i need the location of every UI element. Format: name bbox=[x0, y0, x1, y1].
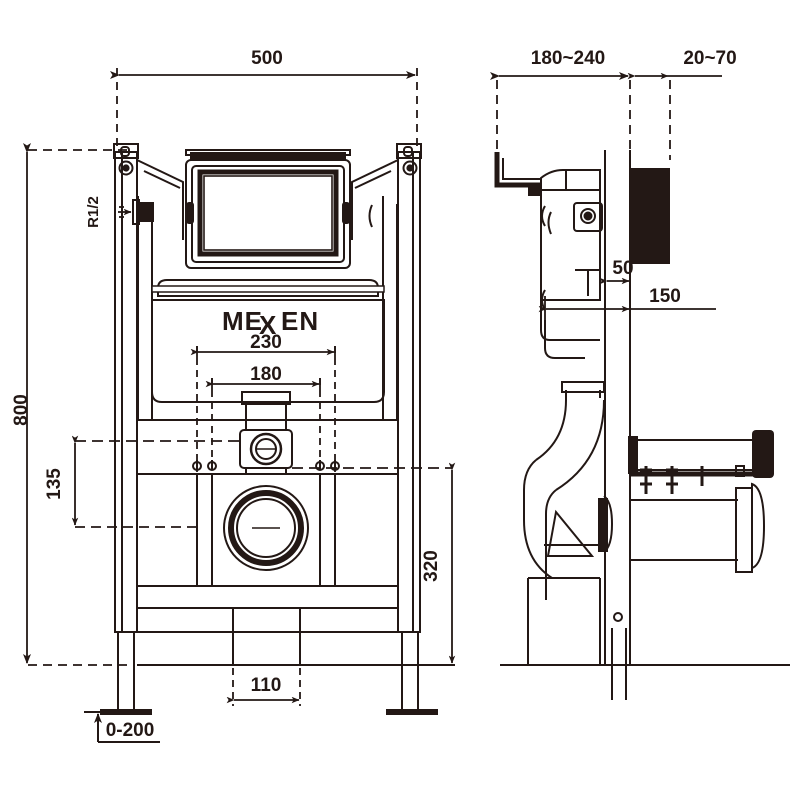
side-soil-outlet bbox=[630, 482, 766, 573]
dim-label-230: 230 bbox=[250, 332, 282, 353]
outlet-side-uprights bbox=[196, 474, 336, 586]
frame-left-rail bbox=[100, 143, 152, 715]
dim-label-500: 500 bbox=[251, 48, 283, 69]
side-wall-block bbox=[630, 168, 670, 264]
dim-label-20-70: 20~70 bbox=[683, 48, 736, 69]
dim-label-180: 180 bbox=[250, 364, 282, 385]
side-frame-rail bbox=[604, 150, 631, 700]
dim-label-180-240: 180~240 bbox=[531, 48, 606, 69]
dim-label-0-200: 0-200 bbox=[106, 720, 155, 741]
ext-lines-500 bbox=[116, 68, 418, 150]
dim-line-180 bbox=[205, 378, 321, 390]
dim-label-110: 110 bbox=[251, 675, 282, 696]
dim-line-0-200 bbox=[84, 711, 160, 743]
water-inlet-valve bbox=[132, 199, 154, 225]
side-cistern-profile bbox=[540, 169, 603, 359]
frame-cross-members bbox=[137, 419, 398, 633]
brand-logo: ME X EN bbox=[222, 306, 319, 340]
dim-label-320: 320 bbox=[421, 550, 442, 582]
frame-right-rail bbox=[386, 143, 438, 715]
centreline-fixings bbox=[75, 440, 452, 469]
flush-connector bbox=[239, 391, 293, 474]
brand-logo-text: ME bbox=[222, 306, 263, 336]
ext-lines-110 bbox=[232, 668, 301, 706]
ext-lines-230 bbox=[196, 346, 336, 472]
brand-logo-x: X bbox=[259, 310, 277, 340]
brand-logo-suffix: EN bbox=[281, 306, 319, 336]
mount-bolt-right bbox=[402, 160, 418, 176]
dim-label-800: 800 bbox=[11, 394, 32, 426]
outlet-pipe bbox=[232, 608, 301, 665]
dim-label-r12: R1/2 bbox=[85, 196, 102, 228]
dim-label-50: 50 bbox=[612, 258, 633, 279]
dim-label-135: 135 bbox=[44, 468, 65, 500]
detail-mark bbox=[368, 204, 373, 228]
flush-plate-frame bbox=[185, 149, 351, 269]
cistern-body bbox=[151, 279, 385, 403]
fixing-holes bbox=[192, 460, 340, 471]
side-flush-elbow bbox=[523, 381, 614, 665]
ext-lines-180 bbox=[211, 378, 321, 466]
mount-bolt-left bbox=[118, 160, 134, 176]
inlet-arrow bbox=[118, 206, 132, 218]
ext-lines-800 bbox=[28, 149, 128, 666]
dim-line-150 bbox=[538, 296, 716, 320]
dim-line-50 bbox=[599, 268, 630, 292]
dim-label-150: 150 bbox=[649, 286, 681, 307]
dim-line-230 bbox=[190, 346, 336, 358]
soil-outlet bbox=[223, 485, 309, 571]
ext-lines-side-top bbox=[496, 80, 671, 160]
wall-bracket-studs bbox=[628, 430, 774, 494]
